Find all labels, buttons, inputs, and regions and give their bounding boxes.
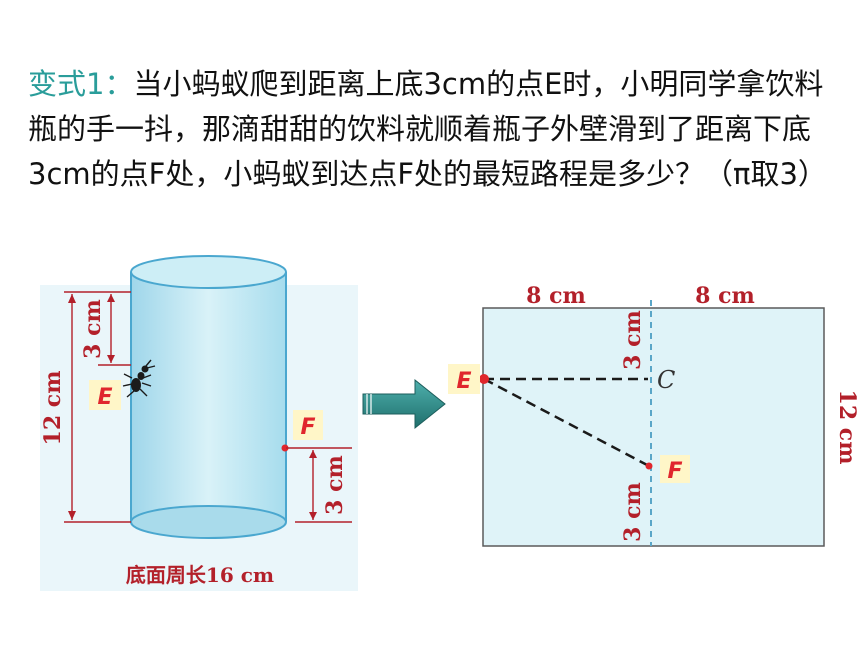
point-e-label-box <box>89 380 121 410</box>
problem-text: 当小蚂蚁爬到距离上底3cm的点E时，小明同学拿饮料瓶的手一抖，那滴甜甜的饮料就顺… <box>28 67 827 191</box>
point-e-label: E <box>97 385 112 410</box>
dim-lower-label: 3 cm <box>620 482 646 542</box>
problem-statement: 变式1：当小蚂蚁爬到距离上底3cm的点E时，小明同学拿饮料瓶的手一抖，那滴甜甜的… <box>28 62 828 197</box>
unfolded-rectangle <box>482 307 825 547</box>
dim-right-side-label: 12 cm <box>834 390 860 465</box>
dim-bottom-label: 3 cm <box>322 455 348 515</box>
cylinder-bottom-ellipse <box>130 505 287 539</box>
point-e-label-box <box>448 364 480 394</box>
circumference-caption: 底面周长16 cm <box>126 563 274 587</box>
point-f-label-box <box>293 410 323 440</box>
dim-left-top-label: 8 cm <box>526 283 586 309</box>
point-e-dot <box>479 374 489 384</box>
ant-icon <box>122 359 156 398</box>
point-f-label: F <box>300 415 315 440</box>
dim-upper-label: 3 cm <box>620 310 646 370</box>
dim-bottom-arrows <box>309 450 317 520</box>
point-e-label: E <box>456 369 471 394</box>
cylinder-figure: 12 cm 3 cm E F 3 cm 底面周长16 cm <box>40 255 358 591</box>
dim-top-label: 3 cm <box>80 299 106 359</box>
variant-label: 变式1： <box>28 67 134 101</box>
dim-top-arrows <box>107 294 115 363</box>
point-f-label-box <box>660 455 690 483</box>
cylinder-body <box>131 272 286 522</box>
point-c-label: C <box>657 366 675 394</box>
arrow-icon <box>362 378 446 430</box>
point-f-label: F <box>667 459 682 484</box>
dim-right-top-label: 8 cm <box>695 283 755 309</box>
point-f-dot <box>281 444 289 452</box>
cylinder-top-ellipse <box>130 255 287 289</box>
point-f-dot <box>645 462 653 470</box>
unfolded-figure: 8 cm 8 cm 12 cm 3 cm 3 cm E C F <box>448 283 860 547</box>
dim-height-label: 12 cm <box>40 371 66 446</box>
